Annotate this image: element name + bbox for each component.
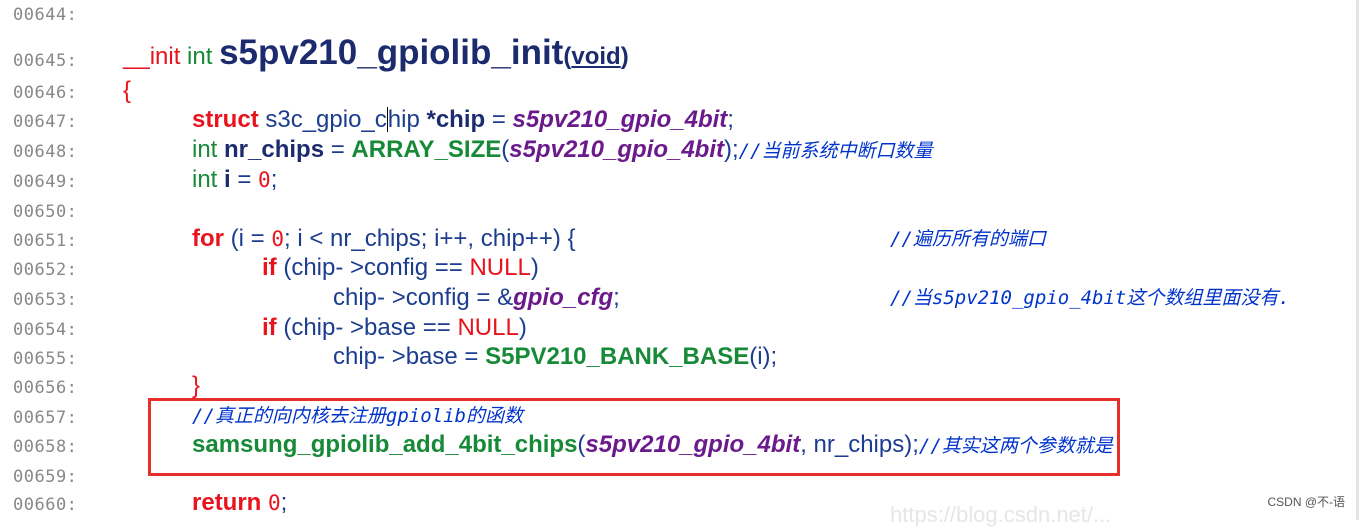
code-line: 00657: //真正的向内核去注册gpiolib的函数 [0,403,1359,433]
code-text: __init int s5pv210_gpiolib_init(void) [123,36,629,73]
code-line: 00651: for (i = 0; i < nr_chips; i++, ch… [0,226,1359,256]
code-line: 00647: struct s3c_gpio_chip *chip = s5pv… [0,107,1359,137]
faded-url-watermark: https://blog.csdn.net/... [890,502,1112,527]
line-number: 00650: [13,202,78,222]
code-text: int i = 0; [192,167,278,193]
line-number: 00646: [13,83,78,103]
code-line: 00652: if (chip- >config == NULL) [0,255,1359,285]
line-number: 00649: [13,172,78,192]
code-line: 00646: { [0,78,1359,108]
code-comment: //真正的向内核去注册gpiolib的函数 [192,405,523,427]
code-line: 00656: } [0,373,1359,403]
line-number: 00652: [13,260,78,280]
code-text: if (chip- >base == NULL) [262,315,527,341]
code-text: int nr_chips = ARRAY_SIZE(s5pv210_gpio_4… [192,137,933,163]
code-comment: //当s5pv210_gpio_4bit这个数组里面没有. [890,287,1290,309]
code-text: if (chip- >config == NULL) [262,255,539,281]
code-line: 00658: samsung_gpiolib_add_4bit_chips(s5… [0,432,1359,462]
line-number: 00654: [13,320,78,340]
code-comment: //遍历所有的端口 [890,228,1046,250]
function-name: s5pv210_gpiolib_init [219,36,564,72]
line-number: 00657: [13,408,78,428]
highlight-box [148,398,1120,476]
code-text: { [123,78,132,104]
line-number: 00651: [13,231,78,251]
code-text: chip- >base = S5PV210_BANK_BASE(i); [333,344,778,370]
code-line: 00649: int i = 0; [0,167,1359,197]
text-cursor [386,107,388,132]
code-line: 00654: if (chip- >base == NULL) [0,315,1359,345]
line-number: 00647: [13,112,78,132]
code-line: 00660: return 0; [0,490,1359,520]
line-number: 00644: [13,5,78,25]
code-line: 00644: [0,0,1359,30]
line-number: 00648: [13,142,78,162]
code-line: 00650: [0,197,1359,227]
code-text: chip- >config = &gpio_cfg; [333,285,620,311]
code-text: samsung_gpiolib_add_4bit_chips(s5pv210_g… [192,432,1113,458]
code-line: 00645: __init int s5pv210_gpiolib_init(v… [0,36,1359,76]
code-line: 00659: [0,462,1359,492]
code-line: 00648: int nr_chips = ARRAY_SIZE(s5pv210… [0,137,1359,167]
line-number: 00658: [13,437,78,457]
scrollbar[interactable] [1356,0,1359,520]
line-number: 00660: [13,495,78,515]
code-comment: //其实这两个参数就是 [918,435,1113,457]
line-number: 00645: [13,51,78,71]
code-text: } [192,373,201,399]
code-line: 00653: chip- >config = &gpio_cfg; //当s5p… [0,285,1359,315]
code-text: for (i = 0; i < nr_chips; i++, chip++) { [192,226,576,252]
line-number: 00656: [13,378,78,398]
csdn-watermark: CSDN @不-语 [1267,495,1345,509]
line-number: 00659: [13,467,78,487]
code-comment: //当前系统中断口数量 [738,140,933,162]
code-text: return 0; [192,490,288,516]
code-text: struct s3c_gpio_chip *chip = s5pv210_gpi… [192,107,734,133]
line-number: 00655: [13,349,78,369]
line-number: 00653: [13,290,78,310]
code-line: 00655: chip- >base = S5PV210_BANK_BASE(i… [0,344,1359,374]
